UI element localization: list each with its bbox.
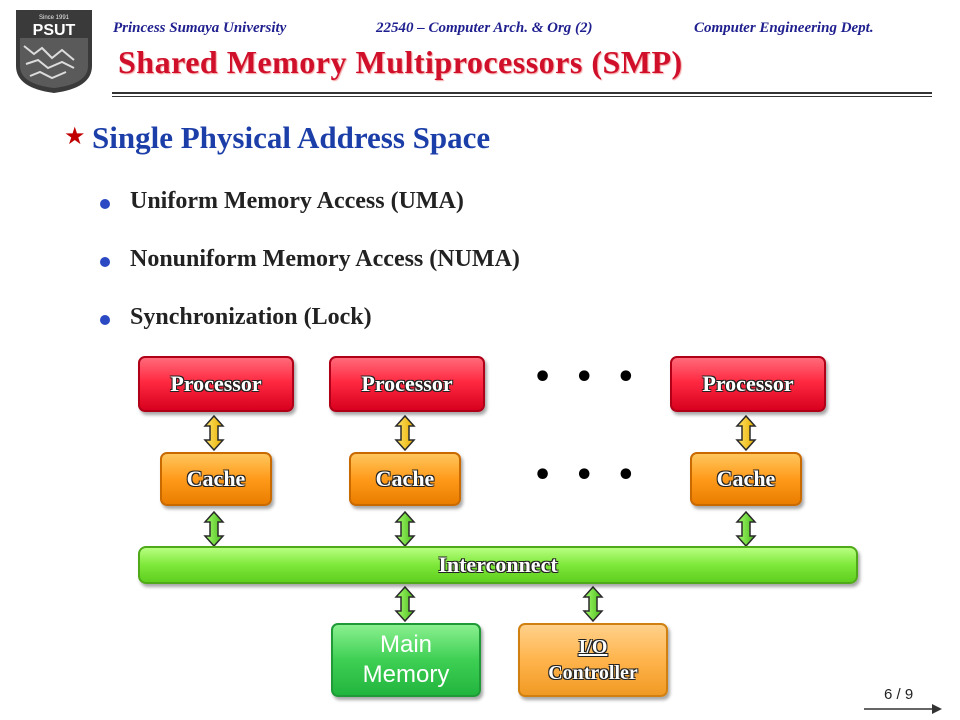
arrow-proc-cache-2 xyxy=(394,414,416,452)
bullet-dot-icon xyxy=(100,257,110,267)
logo-tagline: Since 1991 xyxy=(39,15,70,21)
processor-ellipsis: • • • xyxy=(533,360,642,395)
sub-point-sync: Synchronization (Lock) xyxy=(130,304,372,330)
main-point: Single Physical Address Space xyxy=(92,120,491,155)
io-label-line2: Controller xyxy=(548,662,638,684)
bullet-dot-icon xyxy=(100,199,110,209)
arrow-cache-interconnect-3 xyxy=(735,510,757,548)
cache-box-3: Cache xyxy=(690,452,802,506)
slide-title: Shared Memory Multiprocessors (SMP) xyxy=(118,44,683,80)
cache-ellipsis: • • • xyxy=(533,458,642,493)
page-number: 6 / 9 xyxy=(884,686,914,703)
header-course: 22540 – Computer Arch. & Org (2) xyxy=(376,20,593,36)
main-memory-label-line2: Memory xyxy=(362,661,450,688)
interconnect-bar: Interconnect xyxy=(138,546,858,584)
psut-logo: Since 1991 PSUT xyxy=(14,8,94,94)
header-department: Computer Engineering Dept. xyxy=(694,20,874,36)
io-label-line1: I/O xyxy=(578,636,608,658)
arrow-proc-cache-1 xyxy=(203,414,225,452)
bullet-dot-icon xyxy=(100,315,110,325)
cache-box-1: Cache xyxy=(160,452,272,506)
arrow-cache-interconnect-1 xyxy=(203,510,225,548)
sub-point-uma: Uniform Memory Access (UMA) xyxy=(130,188,464,214)
main-memory-label-line1: Main xyxy=(379,631,433,658)
star-bullet-icon: ★ xyxy=(64,122,86,150)
arrow-interconnect-memory xyxy=(394,585,416,623)
arrow-proc-cache-3 xyxy=(735,414,757,452)
main-memory-box: Main Memory xyxy=(331,623,481,697)
arrow-interconnect-io xyxy=(582,585,604,623)
sub-point-numa: Nonuniform Memory Access (NUMA) xyxy=(130,246,520,272)
title-rule xyxy=(112,92,932,94)
processor-box-2: Processor xyxy=(329,356,485,412)
arrow-cache-interconnect-2 xyxy=(394,510,416,548)
cache-box-2: Cache xyxy=(349,452,461,506)
processor-box-1: Processor xyxy=(138,356,294,412)
title-rule-thin xyxy=(112,96,932,97)
processor-box-3: Processor xyxy=(670,356,826,412)
logo-text: PSUT xyxy=(33,22,76,39)
header-university: Princess Sumaya University xyxy=(113,20,287,36)
io-controller-box: I/O Controller xyxy=(518,623,668,697)
next-arrow-icon xyxy=(864,704,942,714)
